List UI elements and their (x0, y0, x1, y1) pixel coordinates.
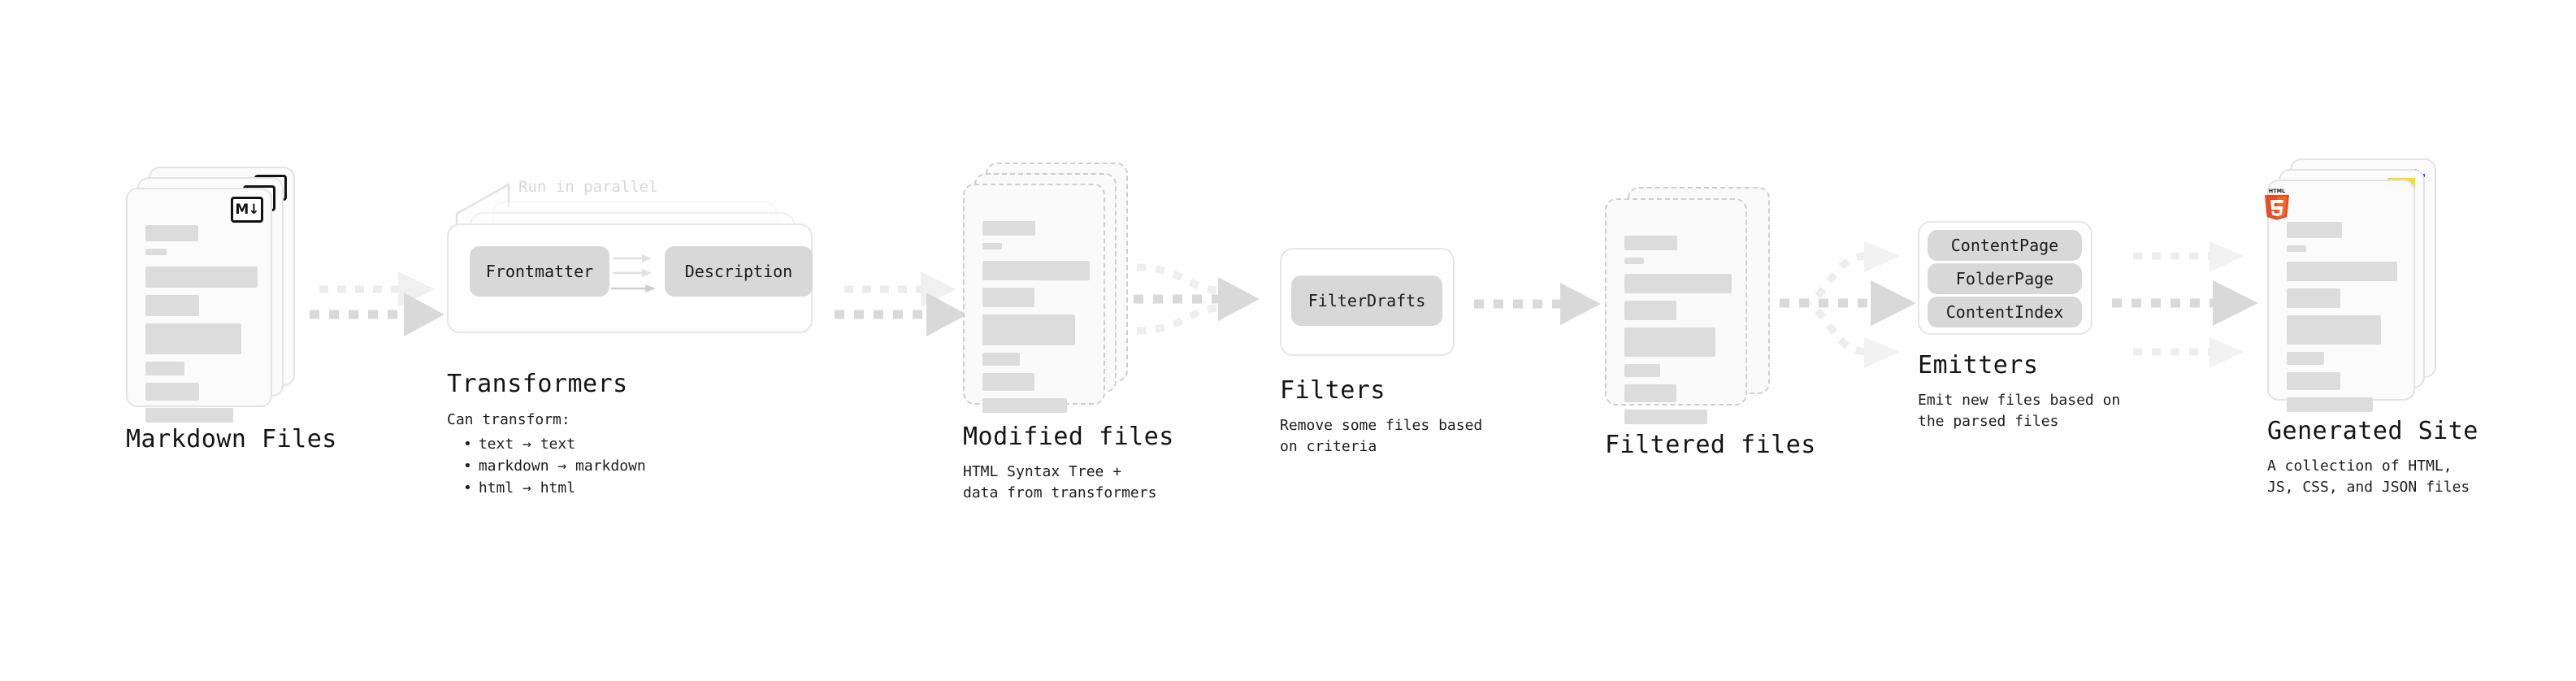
connector-filtered-to-emitters (1780, 232, 1934, 378)
skeleton-line (982, 353, 1020, 366)
chip-filterdrafts[interactable]: FilterDrafts (1291, 275, 1442, 326)
skeleton-line (1624, 274, 1732, 293)
transformers-bullet: markdown → markdown (463, 455, 646, 477)
stage-title-filters: Filters (1280, 376, 1386, 405)
skeleton-line (982, 243, 1002, 249)
skeleton-line (2287, 372, 2340, 390)
connector-transformers-to-modified (833, 268, 987, 341)
stage-modified-files: Modified files HTML Syntax Tree + data f… (963, 163, 1173, 501)
stage-subtitle-emitters: Emit new files based on the parsed files (1918, 392, 2121, 431)
skeleton-line (2287, 288, 2340, 308)
file-skeleton-lines (145, 225, 258, 430)
connector-filters-to-filtered (1471, 276, 1617, 333)
skeleton-line (145, 295, 199, 316)
stage-title-transformers: Transformers (447, 370, 628, 398)
emitters-group: ContentPage FolderPage ContentIndex (1918, 221, 2092, 335)
connector-emitters-to-site (2109, 232, 2271, 378)
skeleton-line (145, 225, 198, 241)
stage-transformers: Run in parallel x x x x Frontmatter Desc… (447, 167, 829, 497)
skeleton-line (145, 267, 258, 288)
transformer-internal-arrows (611, 254, 656, 293)
skeleton-line (145, 249, 167, 255)
skeleton-line (2287, 352, 2324, 365)
connector-modified-to-filters (1134, 240, 1284, 362)
run-in-parallel-label: Run in parallel (518, 178, 658, 196)
stage-title-markdown-files: Markdown Files (126, 425, 337, 453)
skeleton-line (2287, 397, 2373, 412)
file-card-front (963, 184, 1105, 413)
stage-title-emitters: Emitters (1918, 351, 2039, 380)
stage-subtitle-filters: Remove some files based on criteria (1280, 417, 1483, 456)
skeleton-line (145, 408, 233, 423)
chip-contentindex[interactable]: ContentIndex (1928, 297, 2082, 327)
skeleton-line (145, 362, 184, 375)
file-card-front (1605, 198, 1747, 424)
skeleton-line (1624, 327, 1715, 357)
stage-title-modified-files: Modified files (963, 423, 1174, 451)
chip-frontmatter[interactable]: Frontmatter (470, 246, 609, 297)
transformers-group-stack: Run in parallel x x x x Frontmatter Desc… (447, 167, 829, 354)
file-card-front: M↓ (126, 188, 272, 423)
stage-filtered-files: Filtered files (1605, 187, 1815, 459)
skeleton-line (982, 314, 1075, 345)
skeleton-line (2287, 262, 2397, 281)
skeleton-line (145, 323, 241, 354)
stage-markdown-files: M↓ M↓ M↓ Markdown Files (126, 167, 336, 453)
stage-filters: FilterDrafts Filters Remove some files b… (1280, 248, 1482, 455)
transformers-bullet-list: text → text markdown → markdown html → h… (447, 433, 646, 499)
skeleton-line (1624, 301, 1676, 320)
html5-badge-text: HTML (2269, 188, 2285, 194)
skeleton-line (1624, 384, 1676, 402)
stage-generated-site: CSS HTML (2265, 158, 2478, 496)
chip-folderpage[interactable]: FolderPage (1928, 263, 2082, 294)
generated-file-stack: CSS HTML (2265, 158, 2454, 412)
filters-group: FilterDrafts (1280, 248, 1455, 358)
markdown-badge-icon: M↓ (231, 197, 263, 223)
chip-description[interactable]: Description (665, 246, 813, 297)
skeleton-line (982, 261, 1090, 280)
file-skeleton-lines (982, 221, 1090, 420)
html5-badge-icon: HTML (2262, 186, 2292, 222)
stage-subtitle-generated-site: A collection of HTML, JS, CSS, and JSON … (2267, 458, 2470, 497)
stage-subtitle-modified-files: HTML Syntax Tree + data from transformer… (963, 463, 1157, 502)
modified-file-stack (963, 163, 1138, 413)
skeleton-line (1624, 236, 1677, 250)
skeleton-line (982, 288, 1034, 307)
file-skeleton-lines (2287, 222, 2397, 419)
file-card-front: HTML (2265, 180, 2415, 412)
markdown-file-stack: M↓ M↓ M↓ (126, 167, 297, 423)
skeleton-line (982, 221, 1035, 236)
transformers-subtitle-line: Can transform: (447, 411, 570, 428)
skeleton-line (1624, 258, 1644, 264)
skeleton-line (1624, 410, 1707, 424)
connector-markdown-to-transformers (305, 268, 467, 341)
stage-subtitle-transformers: Can transform: text → text markdown → ma… (447, 409, 646, 499)
file-skeleton-lines (1624, 236, 1732, 432)
transformers-bullet: html → html (463, 477, 646, 499)
transformers-bullet: text → text (463, 433, 646, 455)
skeleton-line (1624, 364, 1660, 377)
skeleton-line (982, 373, 1034, 391)
skeleton-line (2287, 245, 2306, 252)
stage-title-filtered-files: Filtered files (1605, 431, 1816, 459)
stage-title-generated-site: Generated Site (2267, 417, 2478, 445)
skeleton-line (2287, 315, 2381, 345)
skeleton-line (982, 398, 1067, 413)
skeleton-line (145, 383, 199, 401)
stage-emitters: ContentPage FolderPage ContentIndex Emit… (1918, 221, 2120, 430)
chip-contentpage[interactable]: ContentPage (1928, 230, 2082, 261)
skeleton-line (2287, 222, 2342, 238)
filtered-file-stack (1605, 187, 1780, 424)
